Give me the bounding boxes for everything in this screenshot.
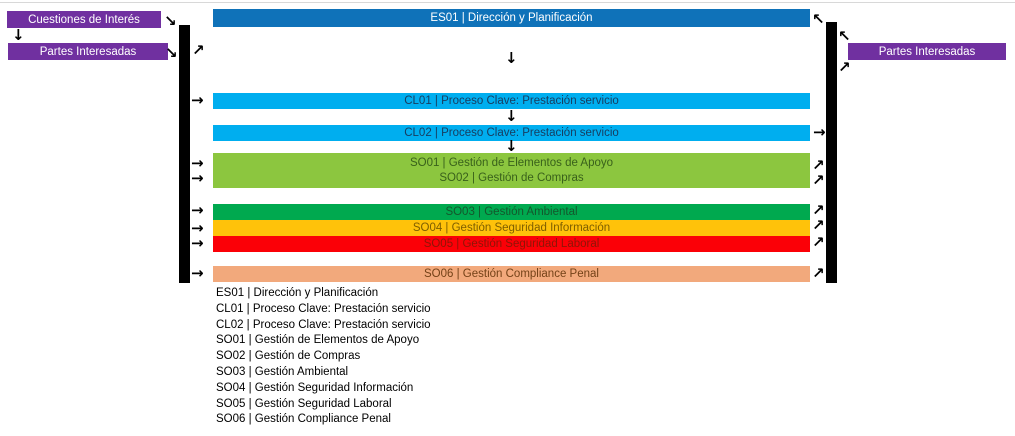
box-partes-interesadas-right: Partes Interesadas: [848, 43, 1006, 60]
arrow-up-right-icon: ↗: [812, 171, 825, 189]
process-bar-es01: ES01 | Dirección y Planificación: [213, 9, 810, 27]
arrow-down-icon: ↓: [505, 107, 518, 125]
process-legend: ES01 | Dirección y Planificación CL01 | …: [216, 286, 431, 428]
arrow-right-icon: →: [191, 169, 204, 187]
arrow-right-icon: →: [191, 264, 204, 282]
arrow-up-right-icon: ↗: [812, 156, 825, 174]
flow-bar-right: [826, 22, 837, 283]
process-bar-so04: SO04 | Gestión Seguridad Información: [213, 220, 810, 236]
legend-item: SO03 | Gestión Ambiental: [216, 365, 349, 378]
arrow-down-icon: ↓: [12, 26, 25, 44]
process-bar-so05: SO05 | Gestión Seguridad Laboral: [213, 236, 810, 252]
arrow-down-right-icon: ↘: [165, 44, 178, 62]
legend-item: CL01 | Proceso Clave: Prestación servici…: [216, 302, 431, 315]
arrow-up-right-icon: ↗: [192, 41, 205, 59]
arrow-up-right-icon: ↗: [812, 216, 825, 234]
arrow-up-right-icon: ↗: [812, 201, 825, 219]
arrow-right-icon: →: [191, 154, 204, 172]
process-bar-so01-label: SO01 | Gestión de Elementos de Apoyo: [409, 156, 614, 169]
process-bar-so01-so02: SO01 | Gestión de Elementos de Apoyo SO0…: [213, 153, 810, 188]
legend-item: SO06 | Gestión Compliance Penal: [216, 413, 391, 426]
arrow-right-icon: →: [191, 234, 204, 252]
arrow-right-icon: →: [813, 123, 826, 141]
arrow-up-right-icon: ↗: [838, 58, 851, 76]
process-bar-so03: SO03 | Gestión Ambiental: [213, 204, 810, 220]
process-bar-so02-label: SO02 | Gestión de Compras: [439, 171, 584, 184]
legend-item: SO01 | Gestión de Elementos de Apoyo: [216, 334, 420, 347]
legend-item: ES01 | Dirección y Planificación: [216, 287, 379, 299]
legend-item: SO05 | Gestión Seguridad Laboral: [216, 397, 392, 410]
arrow-right-icon: →: [191, 201, 204, 219]
arrow-up-right-icon: ↗: [812, 264, 825, 282]
process-bar-cl01: CL01 | Proceso Clave: Prestación servici…: [213, 93, 810, 109]
process-bar-cl02: CL02 | Proceso Clave: Prestación servici…: [213, 125, 810, 141]
arrow-down-icon: ↓: [505, 49, 518, 67]
legend-item: SO04 | Gestión Seguridad Información: [216, 381, 414, 394]
box-partes-interesadas-left: Partes Interesadas: [8, 43, 168, 60]
arrow-down-right-icon: ↘: [164, 12, 177, 30]
arrow-right-icon: →: [191, 91, 204, 109]
process-bar-so06: SO06 | Gestión Compliance Penal: [213, 266, 810, 282]
legend-item: SO02 | Gestión de Compras: [216, 350, 361, 363]
arrow-right-icon: →: [191, 219, 204, 237]
arrow-up-left-icon: ↖: [812, 10, 825, 28]
box-cuestiones-de-interes: Cuestiones de Interés: [7, 11, 161, 28]
arrow-down-icon: ↓: [505, 137, 518, 155]
arrow-up-left-icon: ↖: [838, 27, 851, 45]
flow-bar-left: [179, 25, 190, 283]
top-border-line: [0, 2, 1015, 3]
arrow-up-right-icon: ↗: [812, 233, 825, 251]
legend-item: CL02 | Proceso Clave: Prestación servici…: [216, 318, 431, 331]
